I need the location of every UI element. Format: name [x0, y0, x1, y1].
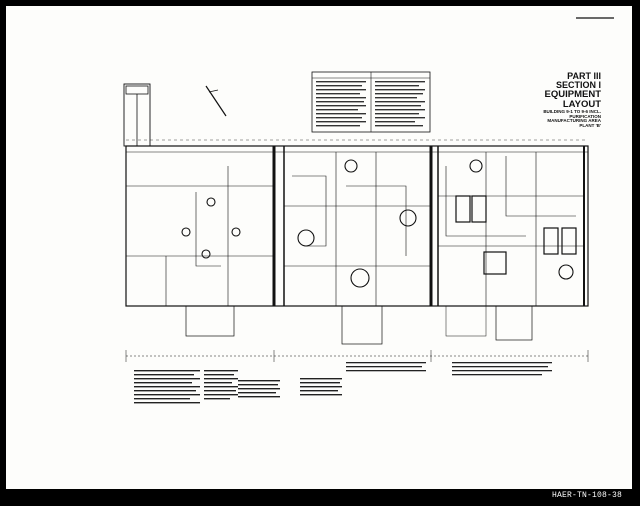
title-section: SECTION I — [555, 80, 601, 90]
title-buildings: BUILDING 9-1 TO 9-6 INCL. — [543, 109, 601, 114]
title-block: PART III SECTION I EQUIPMENT LAYOUT BUIL… — [511, 72, 601, 128]
drawing-sheet: PART III SECTION I EQUIPMENT LAYOUT BUIL… — [6, 6, 632, 489]
title-part: PART III — [567, 71, 601, 81]
title-main: EQUIPMENT LAYOUT — [544, 89, 601, 110]
notes-block-center — [238, 378, 342, 398]
title-area: MANUFACTURING AREA — [547, 118, 601, 123]
title-purification: PURIFICATION — [569, 113, 601, 119]
notes-block-right — [346, 362, 552, 376]
north-arrow-icon — [205, 85, 227, 117]
equipment-layout-drawing — [123, 17, 614, 404]
title-plant: PLANT 'B' — [579, 122, 601, 128]
notes-block-left — [134, 370, 238, 404]
archive-caption: HAER-TN-108-38 — [552, 491, 623, 500]
equipment-schedule-table — [311, 71, 431, 133]
